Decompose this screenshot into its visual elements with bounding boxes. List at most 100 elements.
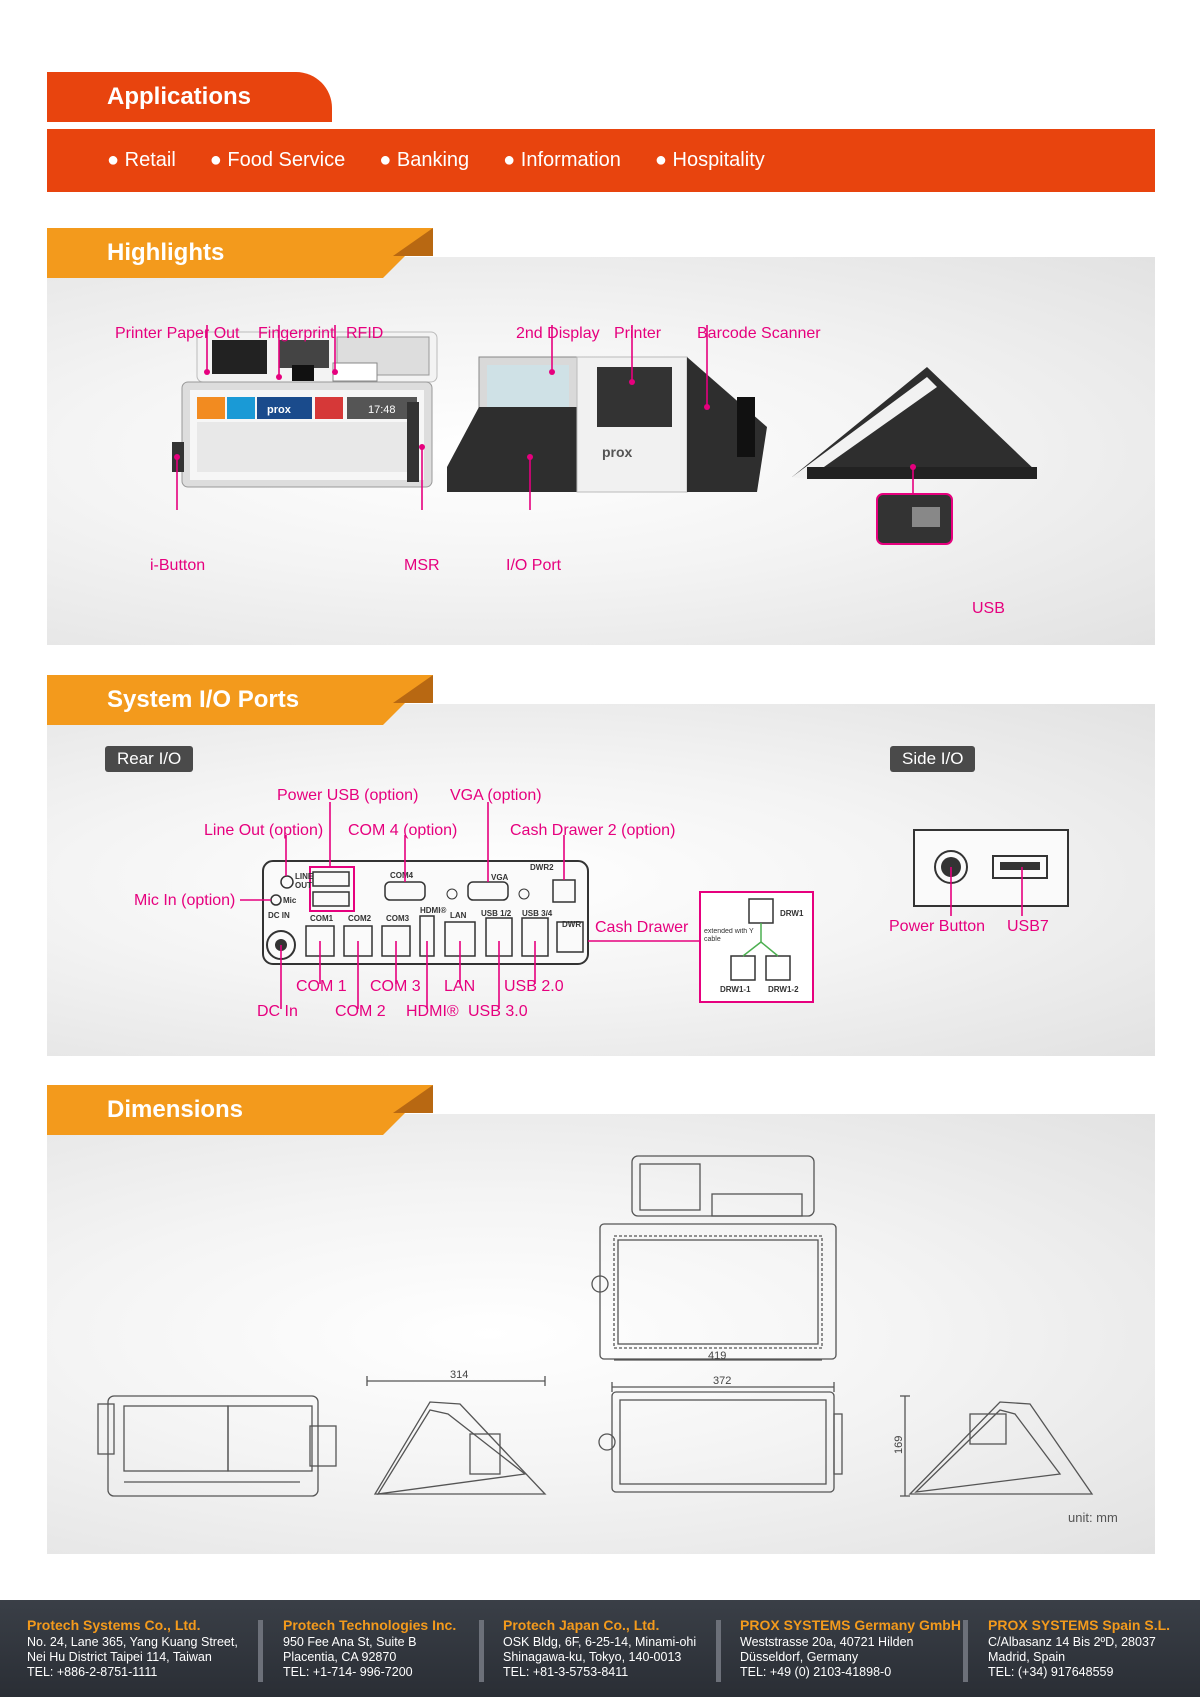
applications-tab: Applications	[47, 72, 332, 122]
footer-company: Protech Japan Co., Ltd.	[503, 1617, 660, 1633]
dim-height: 169	[893, 1436, 905, 1454]
footer-address-line1: OSK Bldg, 6F, 6-25-14, Minami-ohi	[503, 1635, 697, 1649]
label-rfid: RFID	[346, 325, 384, 342]
footer-company: PROX SYSTEMS Germany GmbH	[740, 1617, 961, 1633]
ycable-drw1: DRW1	[780, 909, 804, 918]
label-printer: Printer	[614, 325, 662, 342]
label-com4: COM 4 (option)	[348, 822, 458, 839]
rear-io-panel-drawing: LINE OUT Mic DC IN COM4 VGA DWR2 COM1 CO…	[240, 802, 1069, 1009]
footer-address-line2: Düsseldorf, Germany	[740, 1650, 859, 1664]
rear-text-usb12: USB 1/2	[481, 909, 512, 918]
application-banking: ● Banking	[379, 149, 470, 171]
footer-address-line2: Nei Hu District Taipei 114, Taiwan	[27, 1650, 212, 1664]
label-power-usb: Power USB (option)	[277, 787, 419, 804]
footer-office-germany: PROX SYSTEMS Germany GmbH Weststrasse 20…	[740, 1618, 961, 1680]
label-usb7: USB7	[1007, 918, 1049, 935]
application-retail: ● Retail	[107, 149, 176, 171]
footer-separator	[716, 1620, 721, 1682]
rear-text-usb34: USB 3/4	[522, 909, 553, 918]
rear-text-dc-in: DC IN	[268, 911, 290, 920]
label-dc-in: DC In	[257, 1003, 298, 1020]
dimensions-unit: unit: mm	[1068, 1510, 1118, 1525]
label-ibutton: i-Button	[150, 557, 206, 574]
label-power-button: Power Button	[889, 918, 986, 935]
label-cash-drawer-2: Cash Drawer 2 (option)	[510, 822, 676, 839]
footer-address-line2: Madrid, Spain	[988, 1650, 1066, 1664]
rear-text-dwr2: DWR2	[530, 863, 554, 872]
footer-address-line2: Placentia, CA 92870	[283, 1650, 397, 1664]
applications-bar: ● Retail ● Food Service ● Banking ● Info…	[47, 129, 1155, 192]
rear-text-dwr: DWR	[562, 920, 581, 929]
application-information: ● Information	[503, 149, 621, 171]
dim-width-front: 372	[713, 1375, 731, 1387]
label-barcode-scanner: Barcode Scanner	[697, 325, 821, 342]
footer-tel: TEL: +49 (0) 2103-41898-0	[740, 1665, 892, 1679]
dimensions-tab: Dimensions	[47, 1085, 433, 1135]
footer-company: Protech Technologies Inc.	[283, 1617, 457, 1633]
rear-text-com3: COM3	[386, 914, 410, 923]
dimensions-panel	[47, 1114, 1155, 1554]
label-lan: LAN	[444, 978, 476, 995]
label-com3: COM 3	[370, 978, 421, 995]
label-usb20: USB 2.0	[504, 978, 564, 995]
footer-tel: TEL: +81-3-5753-8411	[503, 1665, 629, 1679]
io-title: System I/O Ports	[107, 686, 300, 713]
ycable-drw1-1: DRW1-1	[720, 985, 751, 994]
footer-company: Protech Systems Co., Ltd.	[27, 1617, 201, 1633]
rear-text-com1: COM1	[310, 914, 334, 923]
device-front-view: 17:48 prox	[172, 331, 438, 488]
footer-tel: TEL: +1-714- 996-7200	[283, 1665, 413, 1679]
dim-width-top: 419	[708, 1350, 726, 1362]
label-io-port: I/O Port	[506, 557, 562, 574]
rear-text-line: LINE	[295, 872, 314, 881]
applications-title: Applications	[107, 83, 252, 110]
highlights-title: Highlights	[107, 239, 225, 266]
rear-io-badge: Rear I/O	[105, 746, 194, 772]
footer-office-japan: Protech Japan Co., Ltd. OSK Bldg, 6F, 6-…	[503, 1618, 696, 1680]
footer-address-line1: Weststrasse 20a, 40721 Hilden	[740, 1635, 914, 1649]
dimensions-title: Dimensions	[107, 1096, 244, 1123]
footer: Protech Systems Co., Ltd. No. 24, Lane 3…	[0, 1600, 1200, 1697]
rear-text-mic: Mic	[283, 896, 297, 905]
rear-text-vga: VGA	[491, 873, 509, 882]
highlights-illustration: 17:48 prox prox	[172, 325, 1037, 545]
ycable-drw1-2: DRW1-2	[768, 985, 799, 994]
footer-office-taiwan: Protech Systems Co., Ltd. No. 24, Lane 3…	[27, 1618, 238, 1680]
rear-text-out: OUT	[295, 881, 312, 890]
dim-depth: 314	[450, 1369, 468, 1381]
rear-text-hdmi: HDMI®	[420, 906, 446, 915]
ycable-note: extended with Y cable	[704, 928, 754, 943]
footer-company: PROX SYSTEMS Spain S.L.	[988, 1617, 1171, 1633]
label-line-out: Line Out (option)	[204, 822, 324, 839]
label-hdmi: HDMI®	[406, 1003, 459, 1020]
application-food-service: ● Food Service	[209, 149, 346, 171]
device-angled-view: prox	[447, 356, 767, 493]
label-cash-drawer: Cash Drawer	[595, 919, 689, 936]
rear-text-lan: LAN	[450, 911, 467, 920]
io-tab: System I/O Ports	[47, 675, 433, 725]
footer-tel: TEL: (+34) 917648559	[988, 1665, 1114, 1679]
footer-address-line1: C/Albasanz 14 Bis 2ºD, 28037	[988, 1635, 1156, 1649]
footer-address-line2: Shinagawa-ku, Tokyo, 140-0013	[503, 1650, 682, 1664]
label-usb30: USB 3.0	[468, 1003, 528, 1020]
highlights-tab: Highlights	[47, 228, 433, 278]
label-fingerprint: Fingerprint	[258, 325, 335, 342]
footer-separator	[963, 1620, 968, 1682]
rear-text-com2: COM2	[348, 914, 372, 923]
device-brand-angled: prox	[602, 444, 633, 460]
label-com2: COM 2	[335, 1003, 386, 1020]
footer-office-usa: Protech Technologies Inc. 950 Fee Ana St…	[283, 1618, 456, 1680]
label-mic-in: Mic In (option)	[134, 892, 236, 909]
label-2nd-display: 2nd Display	[516, 325, 600, 342]
footer-address-line1: No. 24, Lane 365, Yang Kuang Street,	[27, 1635, 238, 1649]
footer-separator	[258, 1620, 263, 1682]
footer-address-line1: 950 Fee Ana St, Suite B	[283, 1635, 417, 1649]
device-brand-front: prox	[267, 404, 292, 416]
label-usb: USB	[972, 600, 1005, 617]
device-screen-time: 17:48	[368, 404, 396, 416]
side-io-badge: Side I/O	[890, 746, 976, 772]
label-vga: VGA (option)	[450, 787, 542, 804]
rear-text-com4: COM4	[390, 871, 414, 880]
footer-separator	[479, 1620, 484, 1682]
footer-tel: TEL: +886-2-8751-1111	[27, 1665, 158, 1679]
